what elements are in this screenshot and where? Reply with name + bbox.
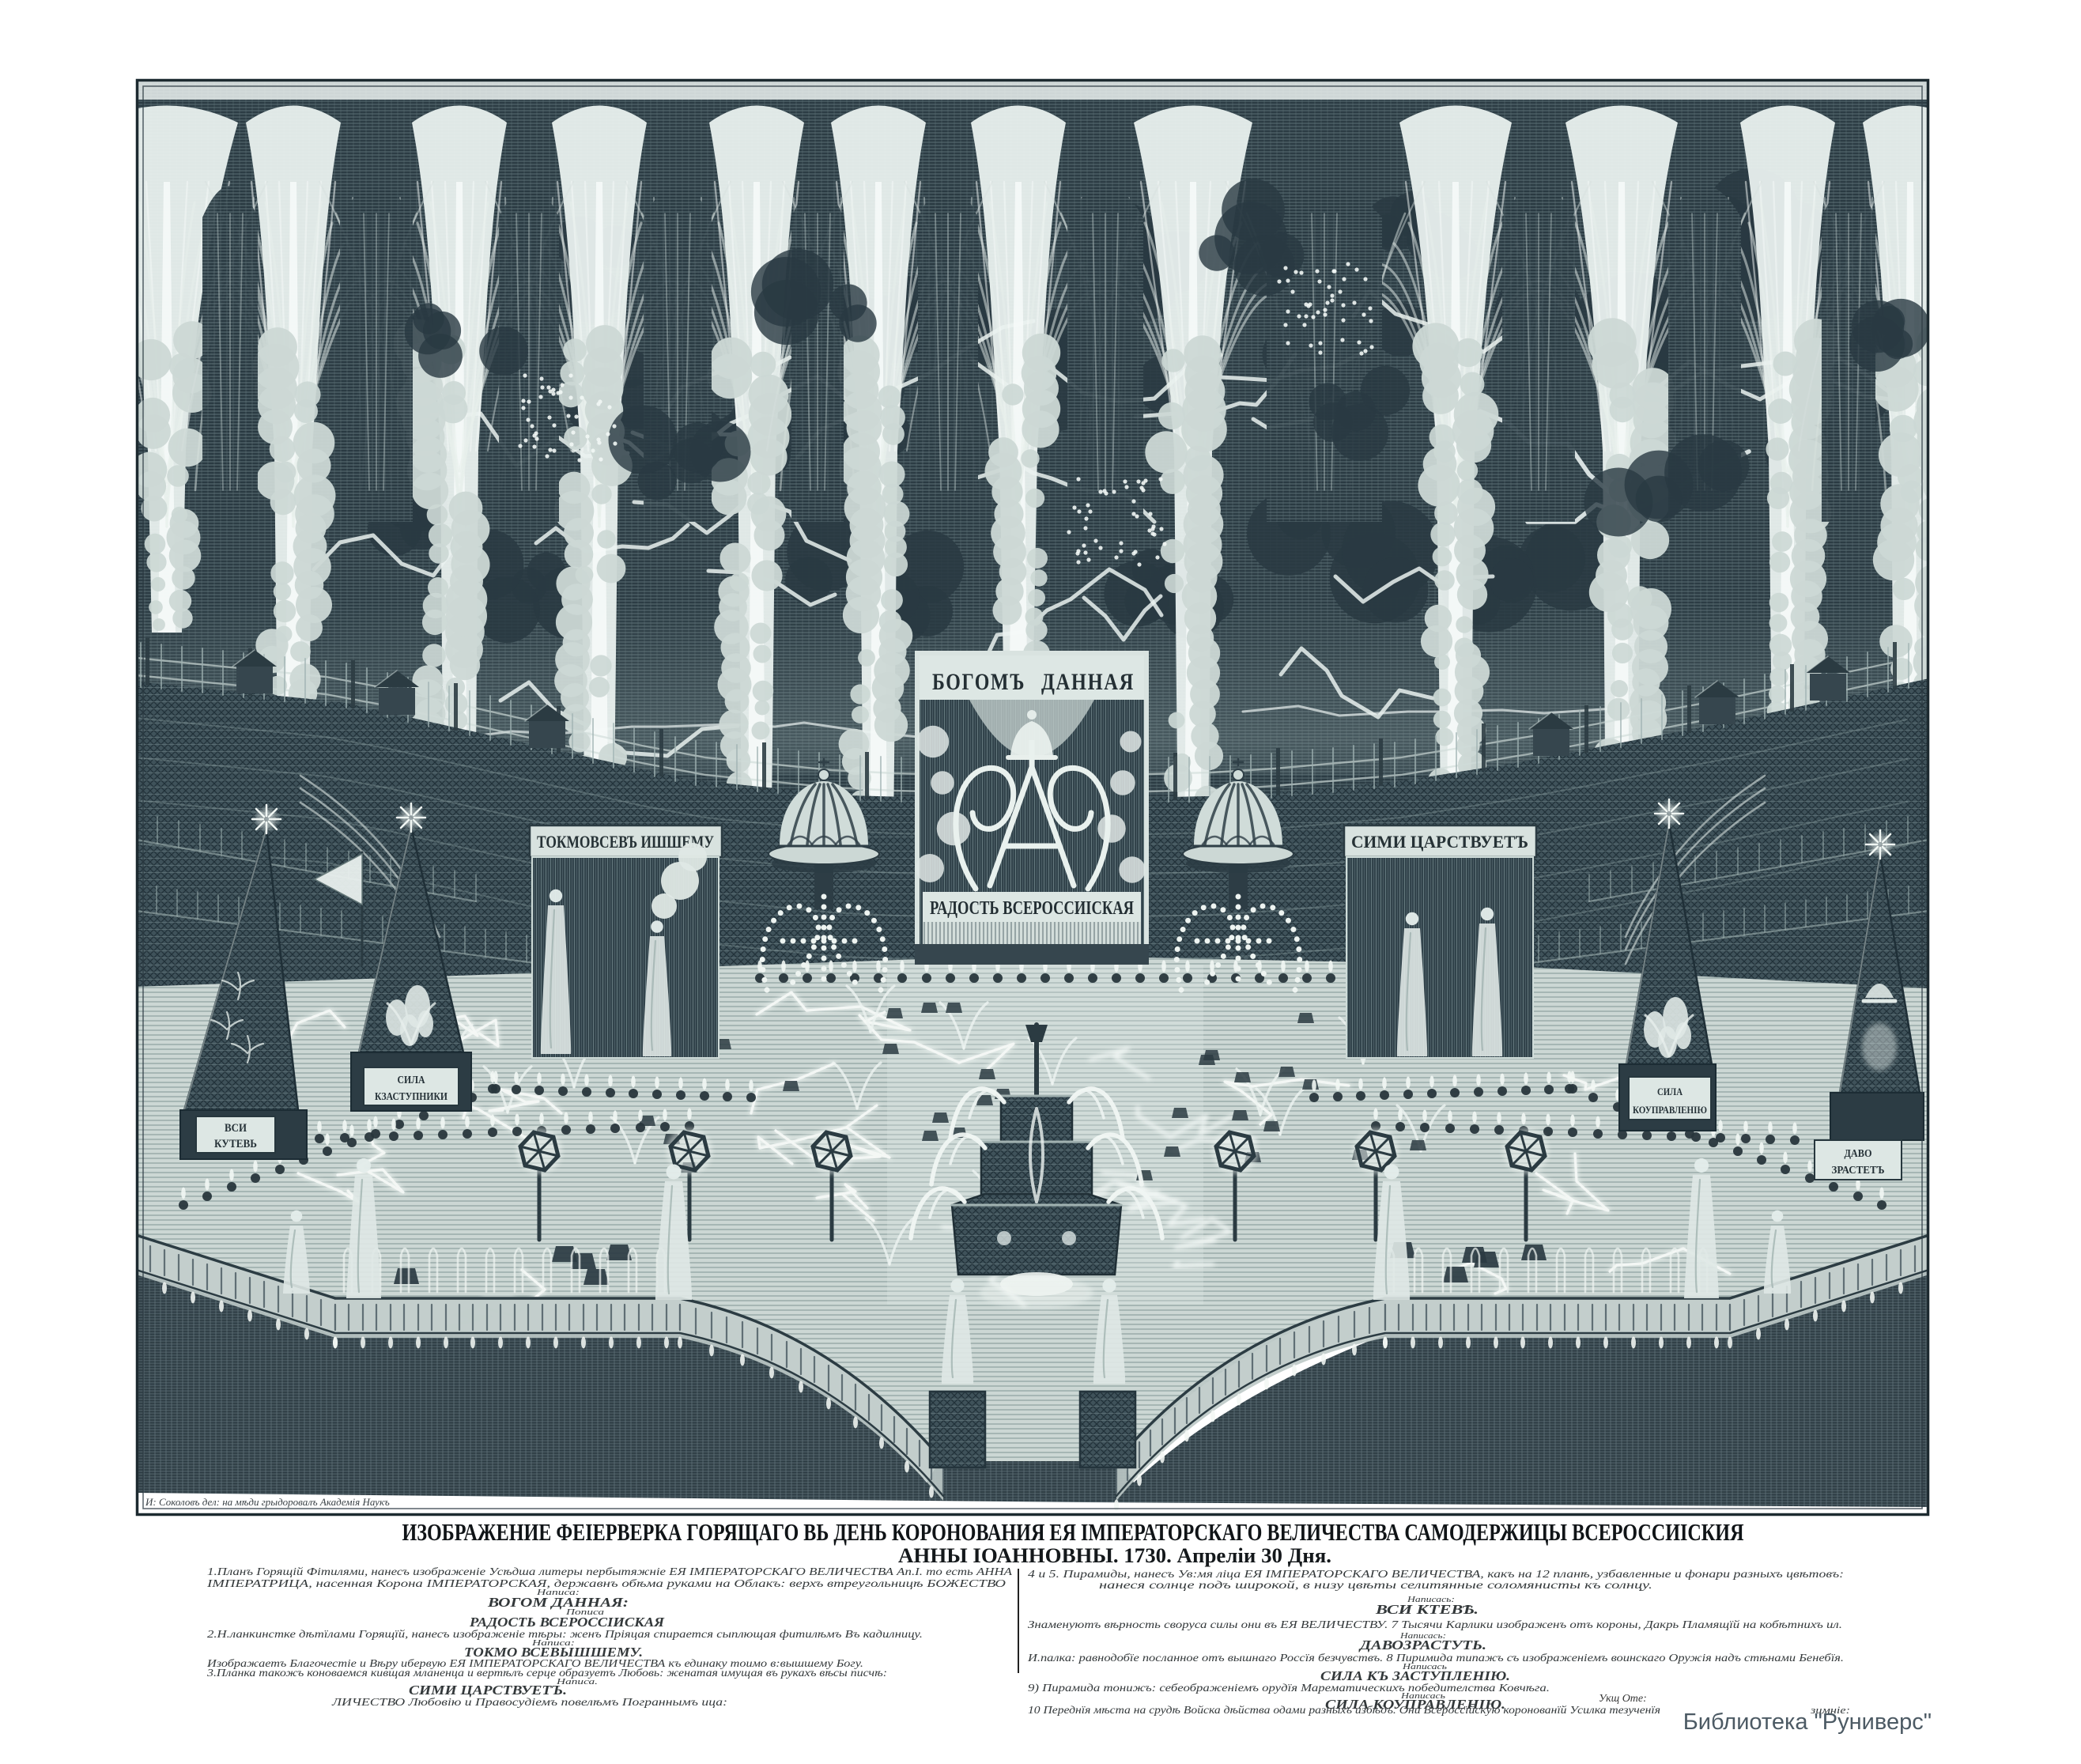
svg-text:БОГОМЪ: БОГОМЪ <box>932 669 1025 695</box>
svg-text:Знаменуютъ вѣрность своруса си: Знаменуютъ вѣрность своруса силы они въ … <box>1028 1619 1842 1631</box>
svg-text:нанеся солнце подъ широкой, в: нанеся солнце подъ широкой, в низу цвѣты… <box>1099 1580 1652 1592</box>
svg-text:ВСИ КТЕВѢ.: ВСИ КТЕВѢ. <box>1375 1602 1479 1617</box>
svg-text:Написа:: Написа: <box>531 1638 575 1648</box>
svg-text:СИЛА: СИЛА <box>1657 1086 1683 1097</box>
svg-text:И.палка: равнодобїе посланное: И.палка: равнодобїе посланное отъ вышнаг… <box>1027 1653 1844 1664</box>
svg-text:Библиотека "Руниверс": Библиотека "Руниверс" <box>1683 1709 1932 1735</box>
svg-text:3.Планка такожъ коноваемся кив: 3.Планка такожъ коноваемся кивщая мланен… <box>206 1668 887 1679</box>
svg-text:Изображаетъ Благочестіе и Вѣру: Изображаетъ Благочестіе и Вѣру ибервую Е… <box>206 1658 863 1670</box>
svg-text:Пописа: Пописа <box>565 1607 605 1617</box>
svg-text:КЗАСТУПНИКИ: КЗАСТУПНИКИ <box>375 1091 448 1103</box>
svg-text:ВОГОМ ДАННАЯ:: ВОГОМ ДАННАЯ: <box>487 1595 629 1610</box>
svg-text:4 и 5. Пирамиды, нанесъ Ув:мя: 4 и 5. Пирамиды, нанесъ Ув:мя ліца ЕЯ ІМ… <box>1028 1569 1844 1581</box>
svg-text:Укщ Оте:: Укщ Оте: <box>1599 1693 1647 1705</box>
svg-text:Написась:: Написась: <box>1399 1631 1446 1641</box>
svg-text:Написа.: Написа. <box>556 1677 598 1687</box>
svg-text:ДАННАЯ: ДАННАЯ <box>1041 669 1135 695</box>
svg-text:АННЫ ІОАННОВНЫ. 1730. Апрелі: АННЫ ІОАННОВНЫ. 1730. Апреліи 30 Дня. <box>898 1544 1331 1567</box>
svg-text:И: Соколовъ дел: на мѣди грыдо: И: Соколовъ дел: на мѣди грыдоровалъ Ака… <box>145 1496 390 1508</box>
svg-text:ЗРАСТЕТЪ: ЗРАСТЕТЪ <box>1832 1165 1885 1177</box>
svg-text:Написа:: Написа: <box>536 1588 580 1597</box>
svg-text:КУТЕВЬ: КУТЕВЬ <box>214 1138 257 1150</box>
svg-text:10 Переднїя мѣста на срудѣ Вой: 10 Переднїя мѣста на срудѣ Войска дѣйств… <box>1028 1705 1660 1717</box>
svg-text:Написась:: Написась: <box>1407 1595 1455 1604</box>
svg-text:2.Н.ланкинстке дѣтїлами Горящї: 2.Н.ланкинстке дѣтїлами Горящїй, нанесъ … <box>207 1629 923 1641</box>
svg-text:КОУПРАВЛЕНІЮ: КОУПРАВЛЕНІЮ <box>1633 1104 1707 1116</box>
svg-text:СИЛА: СИЛА <box>398 1075 426 1086</box>
svg-text:РАДОСТЬ ВСЕРОССИІСКАЯ: РАДОСТЬ ВСЕРОССИІСКАЯ <box>930 898 1134 919</box>
svg-text:ТОКМО ВСЕВЫШШЕМУ.: ТОКМО ВСЕВЫШШЕМУ. <box>464 1645 643 1660</box>
svg-text:Написась: Написась <box>1402 1662 1447 1671</box>
svg-text:зимніе:: зимніе: <box>1810 1704 1850 1716</box>
svg-text:1.Планъ Горящій Фітилями, нане: 1.Планъ Горящій Фітилями, нанесъ изображ… <box>207 1566 1013 1578</box>
svg-text:СИЛА КОУПРАВЛЕНІЮ.: СИЛА КОУПРАВЛЕНІЮ. <box>1325 1697 1505 1712</box>
svg-text:РАДОСТЬ ВСЕРОССІИСКАЯ: РАДОСТЬ ВСЕРОССІИСКАЯ <box>469 1615 665 1630</box>
svg-text:ІМПЕРАТРИЦА, насенная Корона І: ІМПЕРАТРИЦА, насенная Корона ІМПЕРАТОРСК… <box>206 1578 1006 1590</box>
svg-text:ДАВОЗРАСТУТЬ.: ДАВОЗРАСТУТЬ. <box>1358 1637 1486 1653</box>
svg-text:Написась: Написась <box>1400 1691 1445 1701</box>
svg-text:СИМИ ЦАРСТВУЕТЪ.: СИМИ ЦАРСТВУЕТЪ. <box>409 1683 567 1698</box>
svg-text:ВСИ: ВСИ <box>225 1122 247 1135</box>
svg-text:9) Пирамида тонижъ: себеображе: 9) Пирамида тонижъ: себеображеніемъ оруд… <box>1028 1683 1550 1694</box>
svg-text:СИЛА КЪ ЗАСТУПЛЕНІЮ.: СИЛА КЪ ЗАСТУПЛЕНІЮ. <box>1320 1668 1510 1683</box>
svg-text:ИЗОБРАЖЕНИЕ ФЕІЕРВЕРКА ГОРЯЩАГ: ИЗОБРАЖЕНИЕ ФЕІЕРВЕРКА ГОРЯЩАГО ВЬ ДЕНЬ … <box>402 1518 1744 1546</box>
svg-text:СИМИ ЦАРСТВУЕТЪ: СИМИ ЦАРСТВУЕТЪ <box>1351 832 1528 852</box>
svg-text:ЛИЧЕСТВО Любовію и Правосудіем: ЛИЧЕСТВО Любовію и Правосудіемъ повелѣмъ… <box>331 1697 727 1709</box>
svg-text:ДАВО: ДАВО <box>1845 1148 1872 1160</box>
